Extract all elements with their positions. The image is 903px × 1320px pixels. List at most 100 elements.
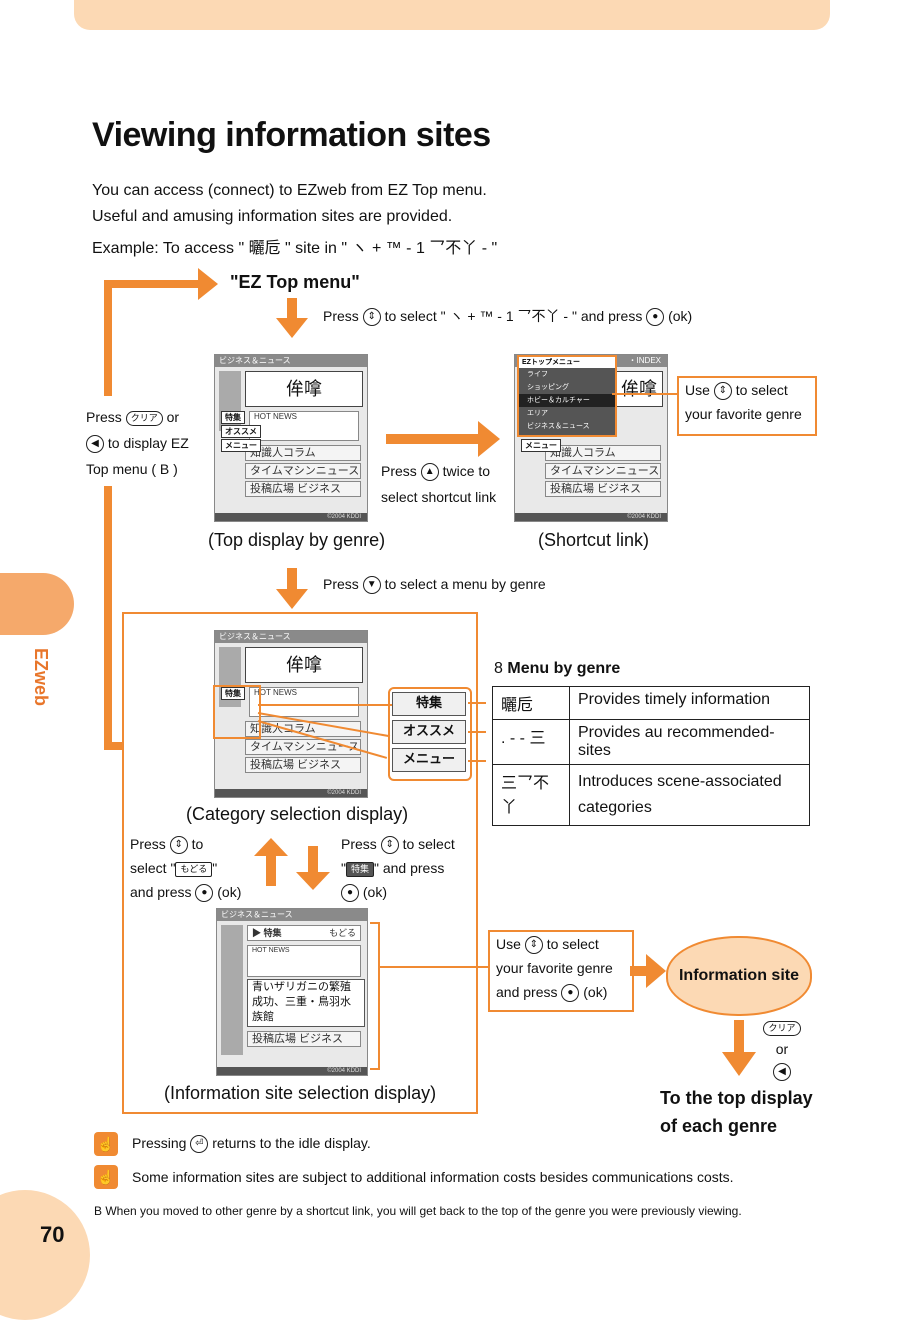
fav-line-2: your favorite genre [685,406,802,422]
favorite-genre-callout: Use ⇕ to select your favorite genre [677,376,817,436]
screen-row-1: 知識人コラム [245,445,361,461]
table-arrow-2 [468,731,486,733]
fav-use: Use [685,382,710,398]
down-arrow-2-head [276,589,308,609]
table-row: 三乛不丫 Introduces scene-associated categor… [492,764,810,826]
twice-line-2: select shortcut link [381,489,497,505]
intro-line-1: You can access (connect) to EZweb from E… [92,182,487,199]
category-screen: ビジネス＆ニュース 侔嗱 HOT NEWS 知識人コラム タイムマシンニュース … [213,630,368,798]
twice-press: Press [381,463,417,479]
screen-row-1: 知識人コラム [545,445,661,461]
screen-side-panel [221,925,243,1055]
screen-row-3: 投稿広場 ビジネス [247,1031,361,1047]
page-title: Viewing information sites [92,116,491,154]
caption-top-display: (Top display by genre) [208,530,386,550]
menu-genre-table: 曬卮 Provides timely information . - - 三 P… [492,686,810,826]
info-use: Use [496,936,521,952]
center-key-icon: ● [341,884,359,903]
intro-line-2: Useful and amusing information sites are… [92,208,453,225]
table-cell-desc: Introduces scene-associated categories [569,764,810,826]
screen-row-3: 投稿広場 ビジネス [245,481,361,497]
shortcut-menu: EZトップメニュー ライフ ショッピング ホビー＆カルチャー エリア ビジネス＆… [517,355,617,437]
shortcut-item[interactable]: ショッピング [527,384,569,391]
shortcut-item[interactable]: ライフ [527,371,548,378]
note-hand-icon: ☝ [94,1132,118,1156]
left-note-line-2: to display EZ [107,435,189,451]
screen-row-2: タイムマシンニュース [245,739,361,755]
up-arrow-head [254,838,288,856]
menu-button[interactable]: メニュー [392,748,466,772]
info-header: ▶ 特集 もどる [247,925,361,941]
down-arrow-4-head [722,1052,756,1076]
page-number-badge [0,1190,90,1320]
screen-logo: 侔嗱 [245,371,363,407]
table-cell-term: 曬卮 [492,686,570,720]
note-hand-icon: ☝ [94,1165,118,1189]
down-select: to select [402,836,455,852]
info-article-list[interactable]: 青いザリガニの繁殖 成功、三重・鳥羽水 族館 [247,979,365,1027]
loop-line-vertical [104,280,112,750]
shortcut-item[interactable]: ホビー＆カルチャー [519,394,615,407]
up-to: to [191,836,204,852]
hot-news-box: HOT NEWS [249,411,359,441]
navigation-key-icon: ⇕ [380,836,399,855]
table-arrow-3 [468,760,486,762]
center-key-icon: ● [646,308,665,327]
footnote: Β When you moved to other genre by a sho… [94,1204,742,1218]
caption-shortcut: (Shortcut link) [538,530,650,550]
recommend-button[interactable]: オススメ [392,720,466,744]
table-cell-desc: Provides timely information [569,686,810,720]
screen-row-3: 投稿広場 ビジネス [545,481,661,497]
info-use-ok: (ok) [583,984,608,1000]
screen-tag-recommend: オススメ [221,425,261,438]
center-key-icon: ● [561,984,580,1003]
shortcut-item[interactable]: ビジネス＆ニュース [527,423,590,430]
screen-tag-feature: 特集 [221,687,245,700]
right-arrow-shaft [386,434,480,444]
navigation-key-icon: ⇕ [362,308,381,327]
genre-buttons-frame [388,687,472,781]
up-ok: (ok) [217,884,242,900]
down-arrow-1-head [276,318,308,338]
screen-footer: ©2004 KDDI [515,513,667,521]
menu-genre-num: 8 [494,660,503,677]
press-label: Press [323,308,359,324]
menu-highlight [213,685,261,739]
clear-key-icon: クリア [125,410,163,426]
ok-label: (ok) [668,308,693,324]
category-frame [122,612,478,1114]
loop-arrowhead [198,268,218,300]
screen-logo: 侔嗱 [615,371,663,407]
shortcut-item[interactable]: エリア [527,410,548,417]
back-to-top-note: To the top display of each genre [660,1084,813,1140]
section-tab [0,573,74,635]
info-use-callout: Use ⇕ to select your favorite genre and … [488,930,634,1012]
menu-press: Press [323,576,359,592]
caption-category: (Category selection display) [186,804,409,824]
table-cell-term: 三乛不丫 [492,764,570,826]
back-key-icon: ◀ [86,435,104,454]
info-header-label: ▶ 特集 [252,928,282,938]
up-press: Press [130,836,166,852]
clear-or-back: クリア or ◀ [762,1016,802,1082]
down-ok: (ok) [362,884,388,900]
down-arrow-3-shaft [308,846,318,874]
information-site-bubble: Information site [666,936,812,1016]
left-note-or: or [166,409,180,425]
info-back-label[interactable]: もどる [329,928,356,938]
down-and-press: " and press [374,860,445,876]
left-note-line-3: Top menu ( Β ) [86,461,178,477]
section-label: EZweb [31,648,51,707]
screen-footer: ©2004 KDDI [215,513,367,521]
top-banner [74,0,830,30]
feature-button[interactable]: 特集 [392,692,466,716]
screen-tag-menu: メニュー [521,439,561,452]
up-arrow-shaft [266,856,276,886]
caption-info: (Information site selection display) [164,1083,437,1103]
connector-1 [258,704,392,706]
hot-news-box: HOT NEWS [249,687,359,717]
down-arrow-1-shaft [287,298,297,318]
shortcut-screen: ・INDEX 侔嗱 知識人コラム タイムマシンニュース 投稿広場 ビジネス ©2… [514,354,668,522]
back-key-icon: ◀ [773,1063,791,1082]
fav-select: to select [735,382,788,398]
